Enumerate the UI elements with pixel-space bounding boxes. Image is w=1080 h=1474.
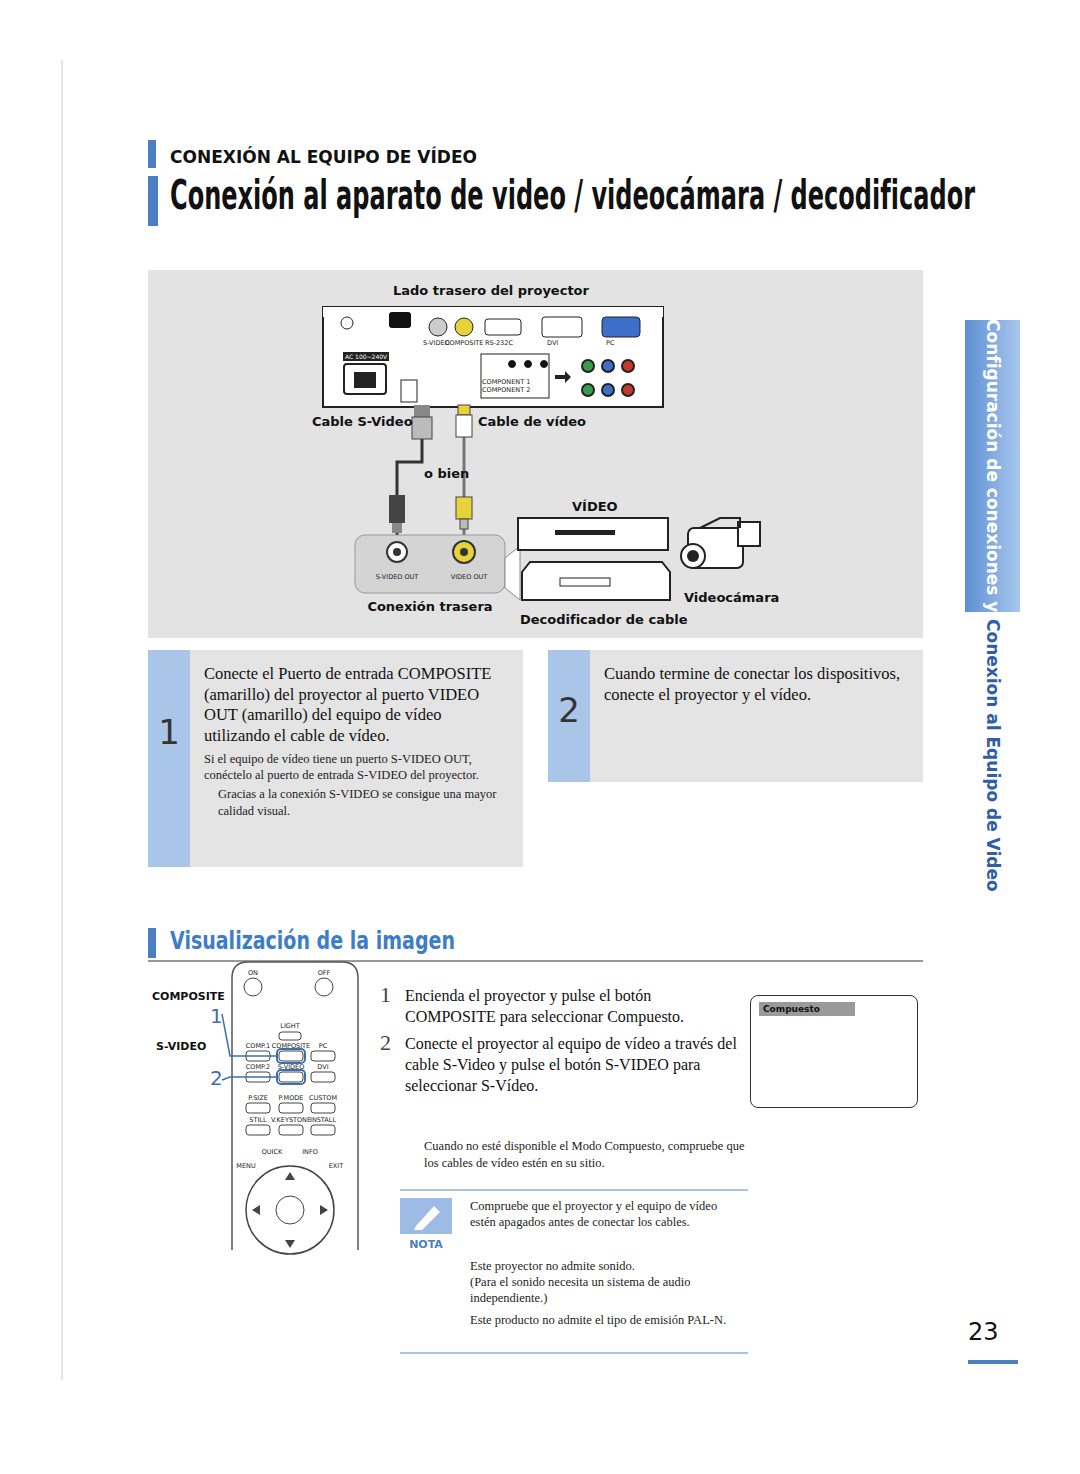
label: QUICK [257,1148,287,1156]
label: MENU [231,1162,261,1170]
label: AC 100~240V [343,352,389,361]
port-name: S-VIDEO OUT [357,573,437,581]
label: Conecte el proyector al equipo de vídeo … [405,1034,745,1096]
label: LIGHT [275,1022,305,1030]
label: VÍDEO [572,499,618,514]
label: Decodificador de cable [520,612,687,627]
label: DVI [311,1063,335,1071]
label: OFF [312,969,336,977]
step-number: 1 [148,712,190,752]
label: CONEXIÓN AL EQUIPO DE VÍDEO [170,147,477,167]
label: PC [311,1042,335,1050]
label: COMPONENT 1 [482,378,542,386]
step-strip: 1 [148,650,190,867]
step-note: Gracias a la conexión S-VIDEO se consigu… [204,786,509,820]
step-box: 2 Cuando termine de conectar los disposit… [548,650,923,782]
label: 2 [380,1030,391,1056]
proj-box: Lado trasero del proyector [323,307,663,407]
cable-label: Cable S-Video [312,414,413,429]
label: COMP.2 [242,1063,274,1071]
label: 1 [380,982,391,1008]
label: 2 [210,1066,223,1090]
label: S-VIDEO [273,1063,309,1071]
label: Configuración de conexiones y fuente [983,319,1003,611]
osd-text: Compuesto [759,1002,855,1016]
label: Cuando no esté disponible el Modo Compue… [424,1138,746,1172]
step-box: 1 Conecte el Puerto de entrada COMPOSITE … [148,650,523,867]
label: PC [606,339,636,347]
label: Este producto no admite el tipo de emisi… [470,1312,745,1328]
step-strip: 2 [548,650,590,782]
label: COMP.1 [242,1042,274,1050]
label: COMPONENT 2 [482,386,542,394]
rear-box: S-VIDEO OUTVIDEO OUTConexión trasera [355,535,505,593]
step-text: Cuando termine de conectar los dispositi… [604,664,909,705]
label: ON [241,969,265,977]
label: P.SIZE [242,1094,274,1102]
label: Videocámara [684,590,779,605]
step-text: Conecte el Puerto de entrada COMPOSITE (… [204,664,509,747]
label: Conexion al Equipo de Video [983,619,1003,859]
label: RS-232C [485,339,521,347]
port-name: VIDEO OUT [437,573,501,581]
label: COMPOSITE [445,339,483,347]
panel-heading: Conexión trasera [355,599,505,614]
label: STILL [242,1116,274,1124]
label: CUSTOM [306,1094,340,1102]
label: P.MODE [275,1094,307,1102]
screen-box: Compuesto [750,995,918,1108]
label: Compruebe que el proyector y el equipo d… [470,1198,745,1231]
label: (Para el sonido necesita un sistema de a… [470,1274,748,1307]
label: Visualización de la imagen [170,926,455,955]
panel-heading: Lado trasero del proyector [393,283,589,298]
label: 1 [210,1004,223,1028]
label: COMPOSITE [152,990,225,1003]
label: EXIT [321,1162,351,1170]
page-title: Conexión al aparato de video / videocáma… [170,172,975,218]
label: DVI [547,339,577,347]
label: INFO [295,1148,325,1156]
label: Este proyector no admite sonido. [470,1258,745,1274]
label: Encienda el proyector y pulse el botón C… [405,986,745,1028]
label: COMPOSITE [271,1042,311,1050]
cable-label: Cable de vídeo [478,414,586,429]
step-note: Si el equipo de vídeo tiene un puerto S-… [204,751,509,785]
label: S-VIDEO [156,1040,206,1053]
step-number: 2 [548,690,590,730]
label: INSTALL [306,1116,340,1124]
label: V.KEYSTONE [268,1116,314,1124]
label: NOTA [400,1238,452,1251]
label: 23 [968,1318,999,1346]
label: o bien [424,466,469,481]
